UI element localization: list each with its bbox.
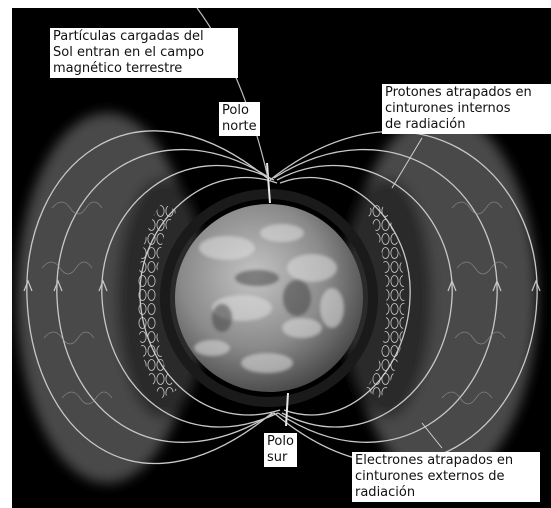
earth-globe bbox=[175, 204, 363, 392]
outer-belt-electrons-label: Electrones atrapados en cinturones exter… bbox=[352, 452, 540, 502]
inner-belt-protons-label: Protones atrapados en cinturones interno… bbox=[382, 84, 551, 134]
north-pole-label: Polo norte bbox=[219, 102, 260, 136]
south-pole-label: Polo sur bbox=[264, 433, 297, 467]
solar-particles-label: Partículas cargadas del Sol entran en el… bbox=[50, 28, 238, 78]
